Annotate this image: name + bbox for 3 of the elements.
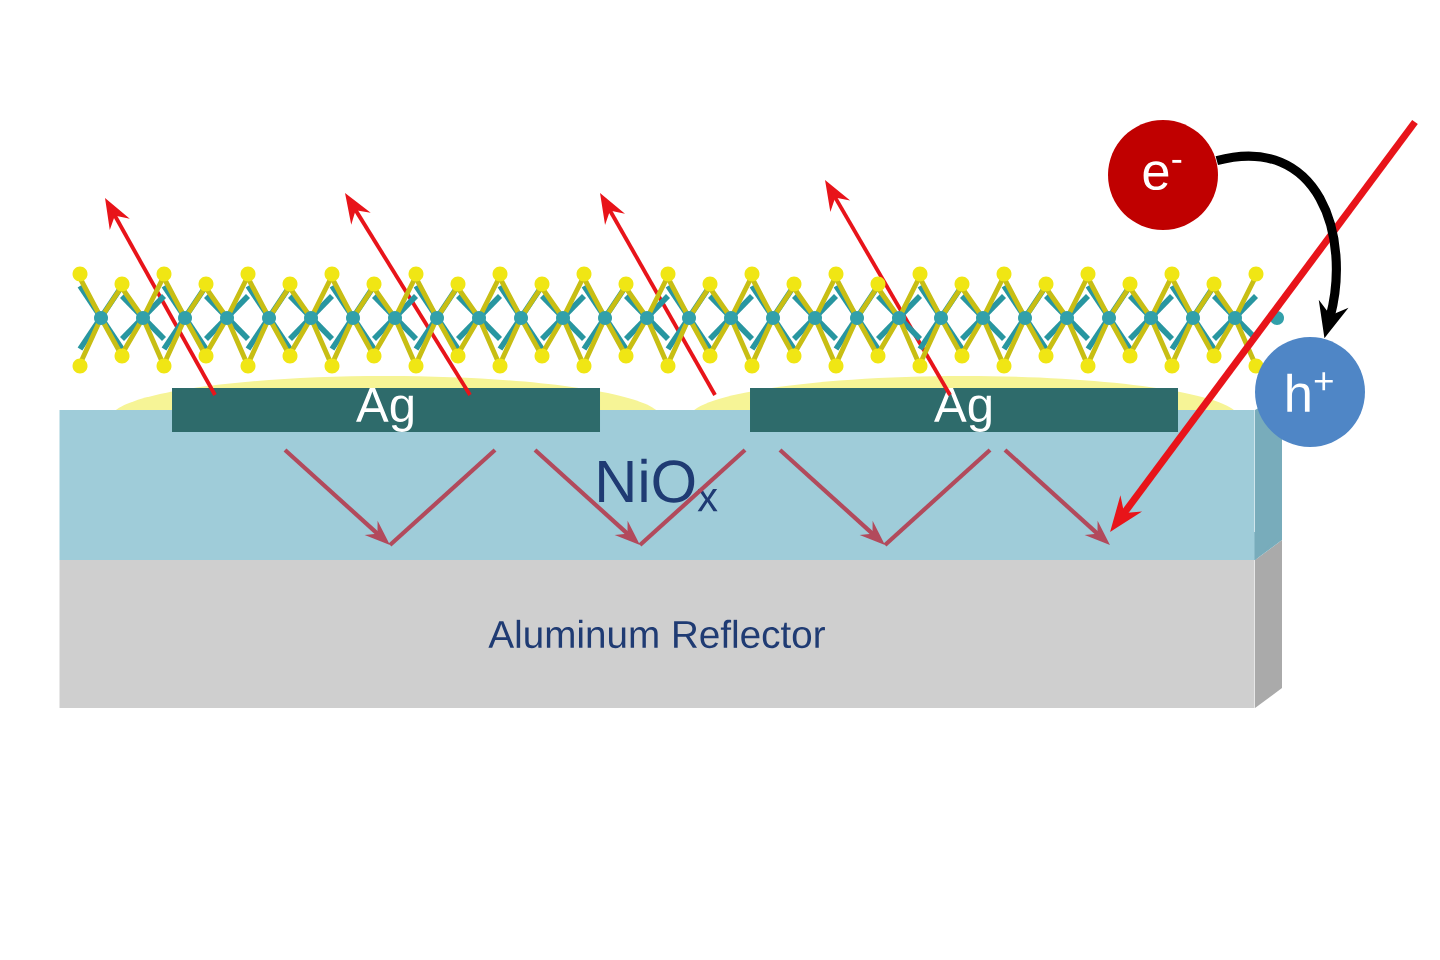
hole-ball: h$^{+}$ <box>1255 337 1365 447</box>
electron-ball: e$^{-}$ <box>1108 120 1218 230</box>
layer-slab: Aluminum Reflector <box>59 540 1282 708</box>
